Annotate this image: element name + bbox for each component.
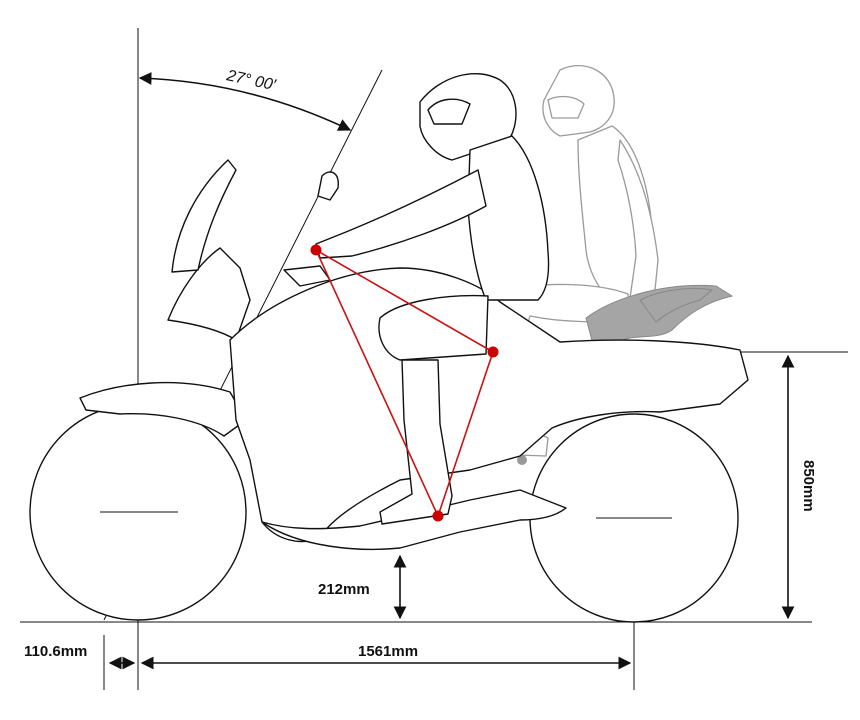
passenger-footpeg bbox=[517, 455, 527, 465]
rider-shin bbox=[379, 359, 453, 525]
footpeg-point bbox=[432, 510, 444, 522]
rider-triangle bbox=[314, 248, 494, 519]
dimension-annotations bbox=[108, 72, 795, 670]
rake-angle-arc bbox=[138, 72, 352, 131]
ergonomic-triangle bbox=[310, 244, 499, 522]
rider-figure bbox=[315, 72, 550, 525]
ground-clearance-label: 212mm bbox=[318, 581, 370, 598]
rider-helmet bbox=[419, 72, 517, 161]
seat-point bbox=[487, 346, 499, 358]
trail-label: 110.6mm bbox=[24, 643, 87, 660]
rider-thigh bbox=[378, 294, 489, 361]
rider-visor bbox=[427, 98, 471, 125]
mirror-top bbox=[317, 171, 339, 201]
seat-height-label: 850mm bbox=[800, 460, 817, 512]
passenger-visor bbox=[547, 95, 585, 119]
windscreen bbox=[171, 159, 237, 273]
grab-rail bbox=[639, 287, 714, 323]
wheelbase-label: 1561mm bbox=[358, 643, 418, 660]
fairing bbox=[167, 247, 251, 341]
rider-arm bbox=[315, 169, 487, 259]
rider-torso bbox=[467, 135, 550, 301]
rake-angle-label: 27° 00′ bbox=[224, 67, 278, 94]
axle-markers bbox=[100, 511, 672, 519]
motorcycle-body bbox=[29, 159, 749, 623]
handlebar-point bbox=[310, 244, 322, 256]
